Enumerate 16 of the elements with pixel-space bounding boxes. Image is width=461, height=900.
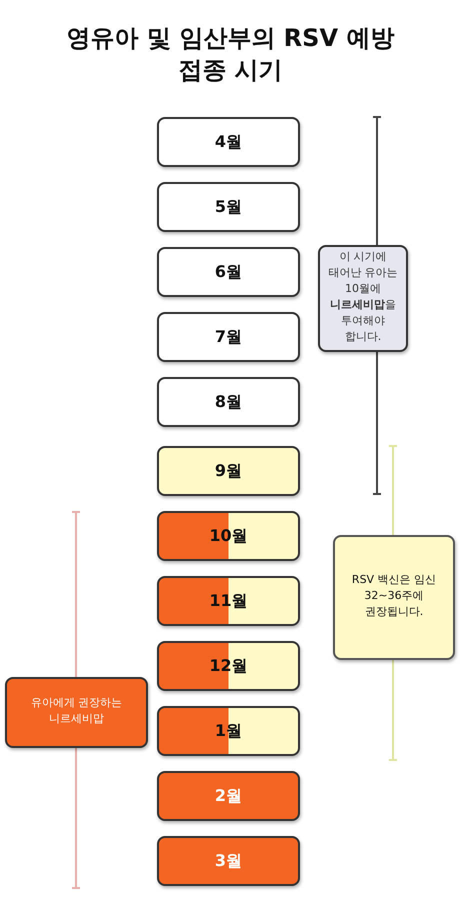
month-box: 8월 <box>157 377 300 427</box>
month-box: 10월 <box>157 511 300 561</box>
callout-box: 유아에게 권장하는 니르세비맙 <box>5 677 148 748</box>
month-box: 5월 <box>157 182 300 232</box>
month-box: 11월 <box>157 576 300 626</box>
month-box: 6월 <box>157 247 300 297</box>
month-box: 3월 <box>157 836 300 886</box>
month-box: 1월 <box>157 706 300 756</box>
month-box: 7월 <box>157 312 300 362</box>
month-box: 4월 <box>157 117 300 167</box>
month-box: 9월 <box>157 446 300 496</box>
title: 영유아 및 임산부의 RSV 예방 접종 시기 <box>66 23 396 86</box>
month-box: 12월 <box>157 641 300 691</box>
callout-box: RSV 백신은 임신 32~36주에 권장됩니다. <box>333 535 455 660</box>
month-box: 2월 <box>157 771 300 821</box>
callout-box: 이 시기에 태어난 유아는 10월에 니르세비맙을 투여해야 합니다. <box>318 245 408 352</box>
